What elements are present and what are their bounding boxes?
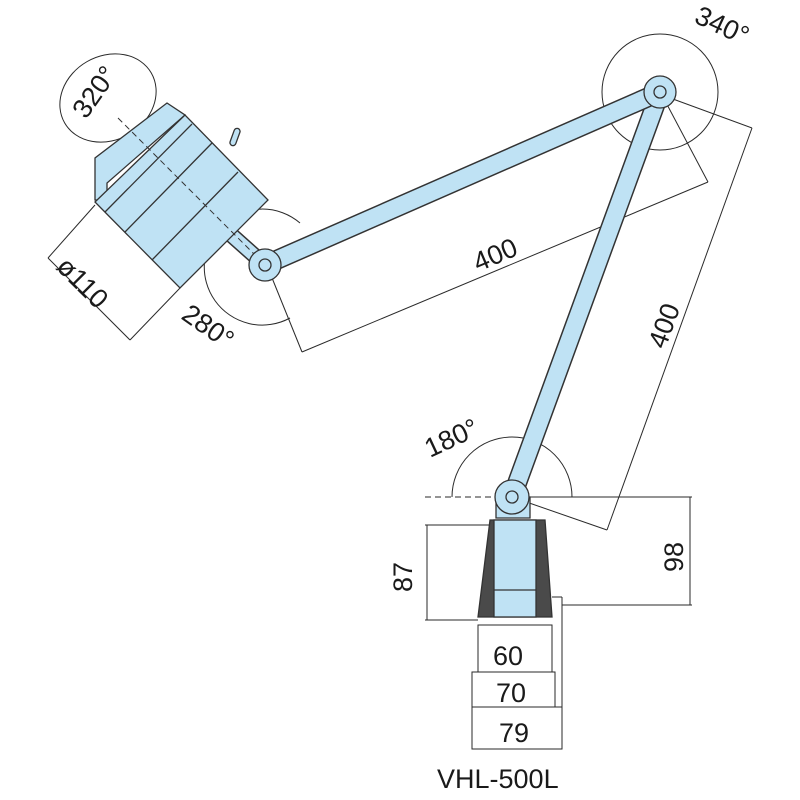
joint-height: 98 — [659, 542, 689, 572]
height-98-dimension — [520, 496, 692, 606]
head-diameter-dimension — [47, 204, 181, 341]
lamp-head — [94, 102, 269, 289]
base-rotation-arc — [451, 436, 573, 498]
height-87-dimension — [425, 524, 490, 621]
base-rotation-label: 180° — [420, 413, 483, 464]
width-79: 79 — [499, 718, 529, 748]
head-joint-rotation-label: 280° — [177, 298, 240, 355]
model-label: VHL-500L — [437, 764, 559, 794]
upper-arm-dimension — [267, 94, 709, 353]
head-rotation-label: 320° — [66, 60, 123, 123]
base-height: 87 — [388, 562, 418, 592]
width-dimensions — [471, 596, 563, 750]
upper-arm-length: 400 — [469, 232, 522, 277]
elbow-rotation-circle — [601, 33, 719, 151]
lamp-base — [477, 479, 553, 618]
width-60: 60 — [493, 641, 523, 671]
elbow-rotation-label: 340° — [690, 0, 753, 51]
width-70: 70 — [496, 678, 526, 708]
head-diameter: ø110 — [51, 251, 114, 314]
lower-arm-length: 400 — [642, 299, 686, 352]
